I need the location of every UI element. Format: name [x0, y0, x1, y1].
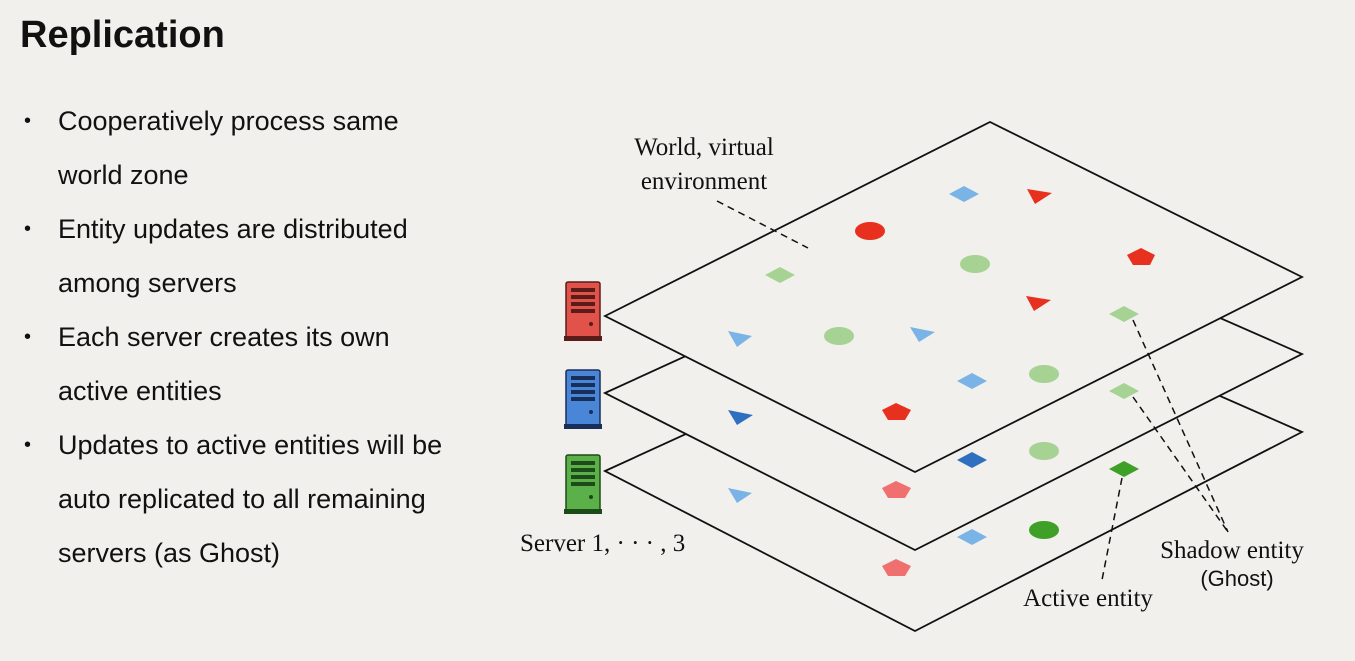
entity-pentagon-light-red [882, 481, 911, 498]
server-tower-icon [564, 369, 602, 429]
entity-triangle-light-blue [728, 488, 752, 503]
bullet-text: Updates to active entities will be [58, 430, 443, 460]
slide-title: Replication [20, 14, 225, 56]
bullet-item: • Cooperatively process same world zone [22, 94, 512, 202]
bullet-text: auto replicated to all remaining [58, 484, 426, 514]
entity-triangle-light-blue [910, 327, 935, 342]
entity-diamond-green [1109, 461, 1139, 477]
entity-diamond-blue [957, 452, 987, 468]
entity-diamond-light-blue [949, 186, 979, 202]
server-tower-icon [564, 454, 602, 514]
server-label: Server 1, · · · , 3 [520, 530, 685, 557]
entity-pentagon-red [882, 403, 911, 420]
world-label-leader [716, 200, 809, 249]
bullet-item: • Entity updates are distributed among s… [22, 202, 512, 310]
entity-circle-light-green [1029, 442, 1059, 460]
entity-triangle-blue [728, 410, 753, 425]
world-label: World, virtual [634, 134, 774, 161]
entity-triangle-red [1027, 189, 1052, 204]
entity-circle-light-green [1029, 365, 1059, 383]
bullet-text: world zone [58, 160, 189, 190]
entity-triangle-light-blue [728, 331, 752, 347]
bullet-dot-icon: • [24, 218, 32, 240]
ghost-label: (Ghost) [1200, 566, 1273, 591]
entity-pentagon-red [1127, 248, 1155, 265]
entity-circle-red [855, 222, 885, 240]
active-leader [1101, 477, 1123, 581]
bullet-text: among servers [58, 268, 237, 298]
bullet-dot-icon: • [24, 326, 32, 348]
entity-pentagon-light-red [882, 559, 911, 576]
shadow-leader [1132, 319, 1229, 533]
bullet-dot-icon: • [24, 434, 32, 456]
entity-diamond-light-green [1109, 383, 1139, 399]
world-plane-top [602, 120, 1305, 474]
world-label: environment [641, 168, 767, 195]
bullet-text: servers (as Ghost) [58, 538, 281, 568]
entity-diamond-light-blue [957, 373, 987, 389]
bullet-dot-icon: • [24, 110, 32, 132]
entity-diamond-light-green [1109, 306, 1139, 322]
active-entity-label: Active entity [1023, 585, 1153, 612]
entity-diamond-light-green [765, 267, 795, 283]
entity-circle-light-green [824, 327, 854, 345]
entity-circle-light-green [960, 255, 990, 273]
bullet-text: Cooperatively process same [58, 106, 399, 136]
shadow-entity-label: Shadow entity [1160, 537, 1304, 564]
shadow-leader [1132, 396, 1229, 533]
entity-diamond-light-blue [957, 529, 987, 545]
bullet-text: Each server creates its own [58, 322, 390, 352]
bullet-list: • Cooperatively process same world zone … [22, 94, 512, 580]
bullet-text: Entity updates are distributed [58, 214, 408, 244]
bullet-item: • Updates to active entities will be aut… [22, 418, 512, 580]
server-tower-icon [564, 281, 602, 341]
bullet-text: active entities [58, 376, 222, 406]
entity-triangle-red [1026, 296, 1051, 311]
bullet-item: • Each server creates its own active ent… [22, 310, 512, 418]
entity-circle-green [1029, 521, 1059, 539]
